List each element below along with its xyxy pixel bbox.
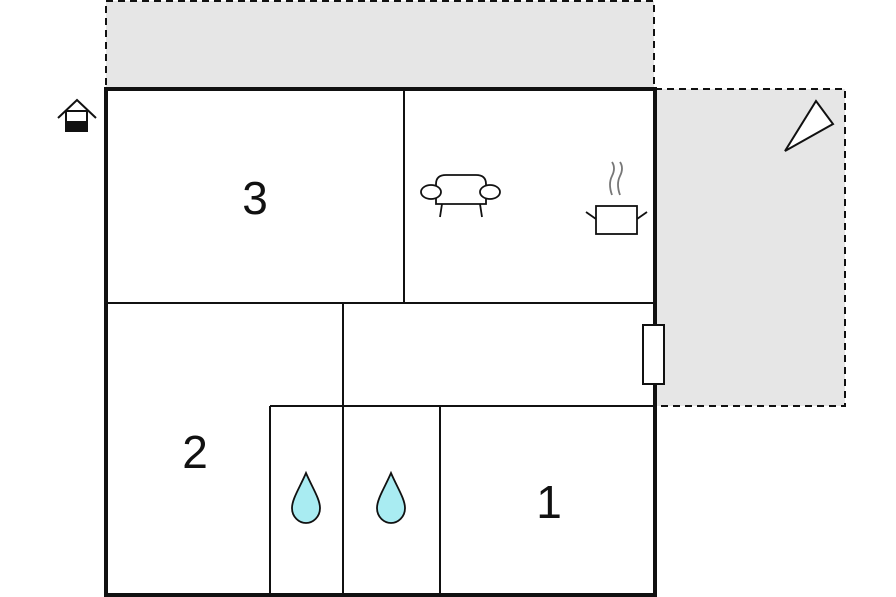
water-drop-icon: [376, 470, 406, 524]
entrance-house-icon: [57, 98, 97, 132]
sofa-icon: [420, 174, 501, 218]
terrace-triangle-icon: [784, 99, 835, 152]
room-3-label: 3: [242, 172, 268, 224]
door-icon: [642, 324, 665, 385]
right-terrace-area: [654, 88, 846, 407]
interior-walls: [106, 89, 655, 595]
water-drop-icon: [291, 470, 321, 524]
top-terrace-area: [105, 0, 655, 90]
room-2-label: 2: [182, 426, 208, 478]
cooking-pot-icon: [585, 161, 648, 235]
room-1-label: 1: [536, 476, 562, 528]
